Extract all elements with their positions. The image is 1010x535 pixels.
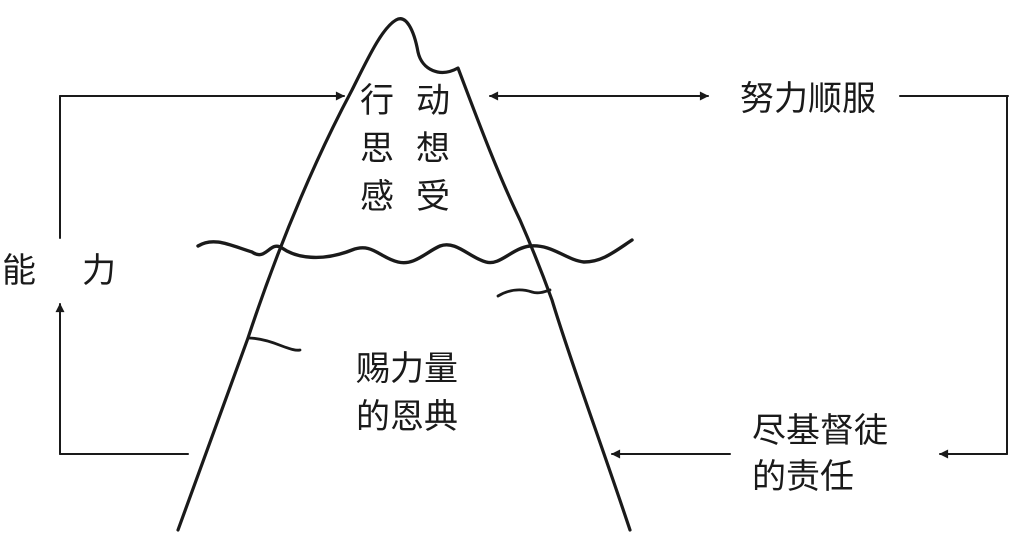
iceberg-outline xyxy=(176,17,632,532)
crack-left xyxy=(246,336,302,352)
grace-label-line1: 赐力量 xyxy=(356,349,458,389)
grace-label-line2: 的恩典 xyxy=(356,397,458,437)
thoughts-label-char1: 思 xyxy=(360,129,394,169)
duty-label-line2: 的责任 xyxy=(752,457,854,497)
ability-label-char1: 能 xyxy=(2,251,36,291)
actions-label-char2: 动 xyxy=(416,81,450,121)
obedience-label: 努力顺服 xyxy=(740,79,876,119)
crack-right xyxy=(496,288,552,298)
feelings-label-char2: 受 xyxy=(416,177,450,217)
thoughts-label-char2: 想 xyxy=(416,129,450,169)
waterline-wave xyxy=(196,238,634,265)
ability-label-char2: 力 xyxy=(82,251,116,291)
actions-label-char1: 行 xyxy=(360,81,394,121)
feelings-label-char1: 感 xyxy=(360,177,394,217)
duty-label-line1: 尽基督徒 xyxy=(752,411,888,451)
